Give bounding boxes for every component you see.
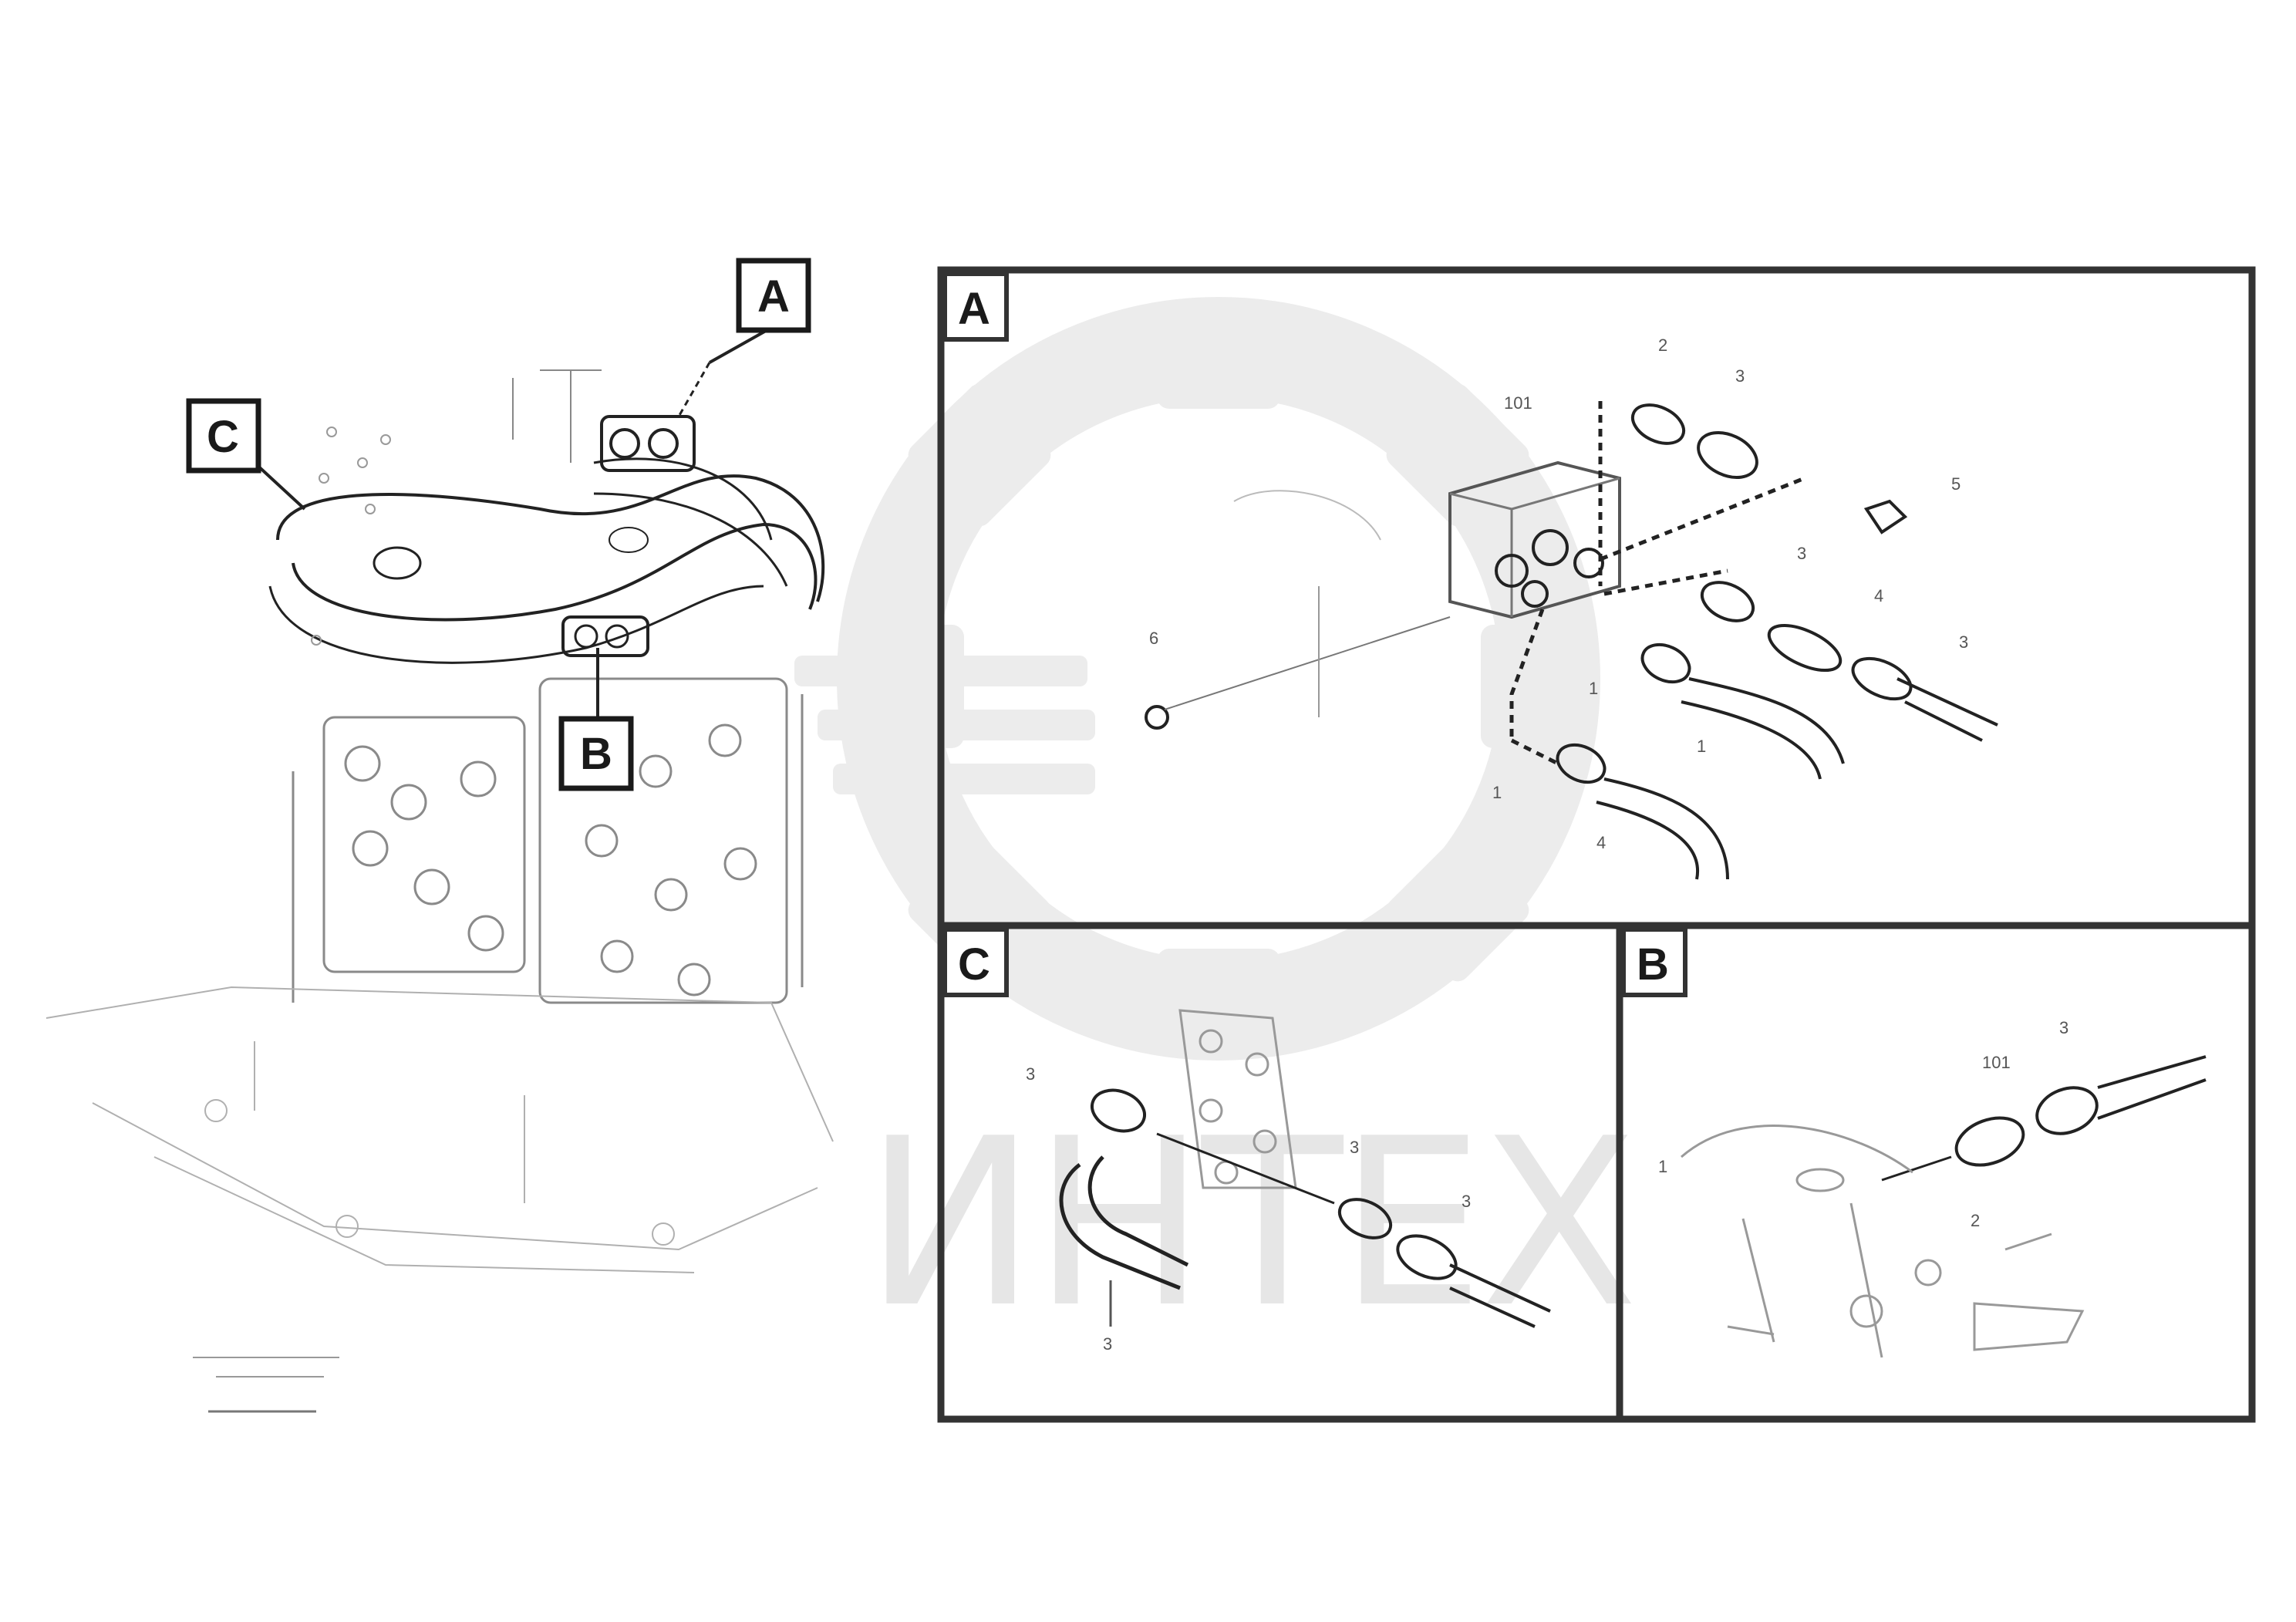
reference-code bbox=[193, 1357, 339, 1413]
svg-text:1: 1 bbox=[1658, 1157, 1667, 1176]
svg-text:3: 3 bbox=[1103, 1334, 1112, 1354]
panel-a-label: A bbox=[958, 284, 990, 334]
svg-text:3: 3 bbox=[1797, 544, 1806, 563]
callout-a[interactable]: A bbox=[677, 258, 811, 417]
svg-text:4: 4 bbox=[1596, 833, 1606, 852]
svg-text:3: 3 bbox=[1350, 1138, 1359, 1157]
svg-text:3: 3 bbox=[1462, 1192, 1471, 1211]
svg-text:2: 2 bbox=[1658, 336, 1667, 355]
panel-c-part-numbers: 3 3 3 3 bbox=[1026, 1064, 1471, 1354]
svg-text:6: 6 bbox=[1149, 629, 1158, 648]
panel-a-part-numbers: 101 2 3 5 3 4 3 1 1 1 4 6 bbox=[1149, 336, 1968, 852]
svg-text:1: 1 bbox=[1492, 783, 1502, 802]
callout-b[interactable]: B bbox=[558, 648, 634, 791]
svg-text:101: 101 bbox=[1504, 393, 1532, 413]
callout-a-label: A bbox=[757, 271, 790, 322]
svg-text:4: 4 bbox=[1874, 586, 1883, 605]
svg-text:1: 1 bbox=[1589, 679, 1598, 698]
panel-b-label: B bbox=[1637, 939, 1669, 990]
callout-c-label: C bbox=[207, 412, 239, 462]
svg-text:3: 3 bbox=[1735, 366, 1745, 386]
panel-c: C 3 3 3 3 bbox=[942, 927, 1551, 1354]
callout-c[interactable]: C bbox=[186, 398, 306, 511]
panel-b-part-numbers: 101 3 1 2 bbox=[1658, 1018, 2068, 1230]
callout-b-label: B bbox=[580, 729, 612, 779]
svg-text:1: 1 bbox=[1697, 737, 1706, 756]
panel-c-label: C bbox=[958, 939, 990, 990]
overview-drawing bbox=[46, 369, 834, 1273]
svg-text:101: 101 bbox=[1982, 1053, 2011, 1072]
svg-text:3: 3 bbox=[1959, 632, 1968, 652]
svg-text:2: 2 bbox=[1971, 1211, 1980, 1230]
panel-b: B 101 3 1 2 bbox=[1621, 927, 2207, 1358]
svg-text:5: 5 bbox=[1951, 474, 1961, 494]
watermark-gear-logo bbox=[794, 297, 1600, 1061]
svg-text:3: 3 bbox=[2059, 1018, 2068, 1037]
panel-a: A bbox=[942, 271, 1998, 880]
panels-frame bbox=[937, 266, 2256, 1423]
svg-text:3: 3 bbox=[1026, 1064, 1035, 1084]
